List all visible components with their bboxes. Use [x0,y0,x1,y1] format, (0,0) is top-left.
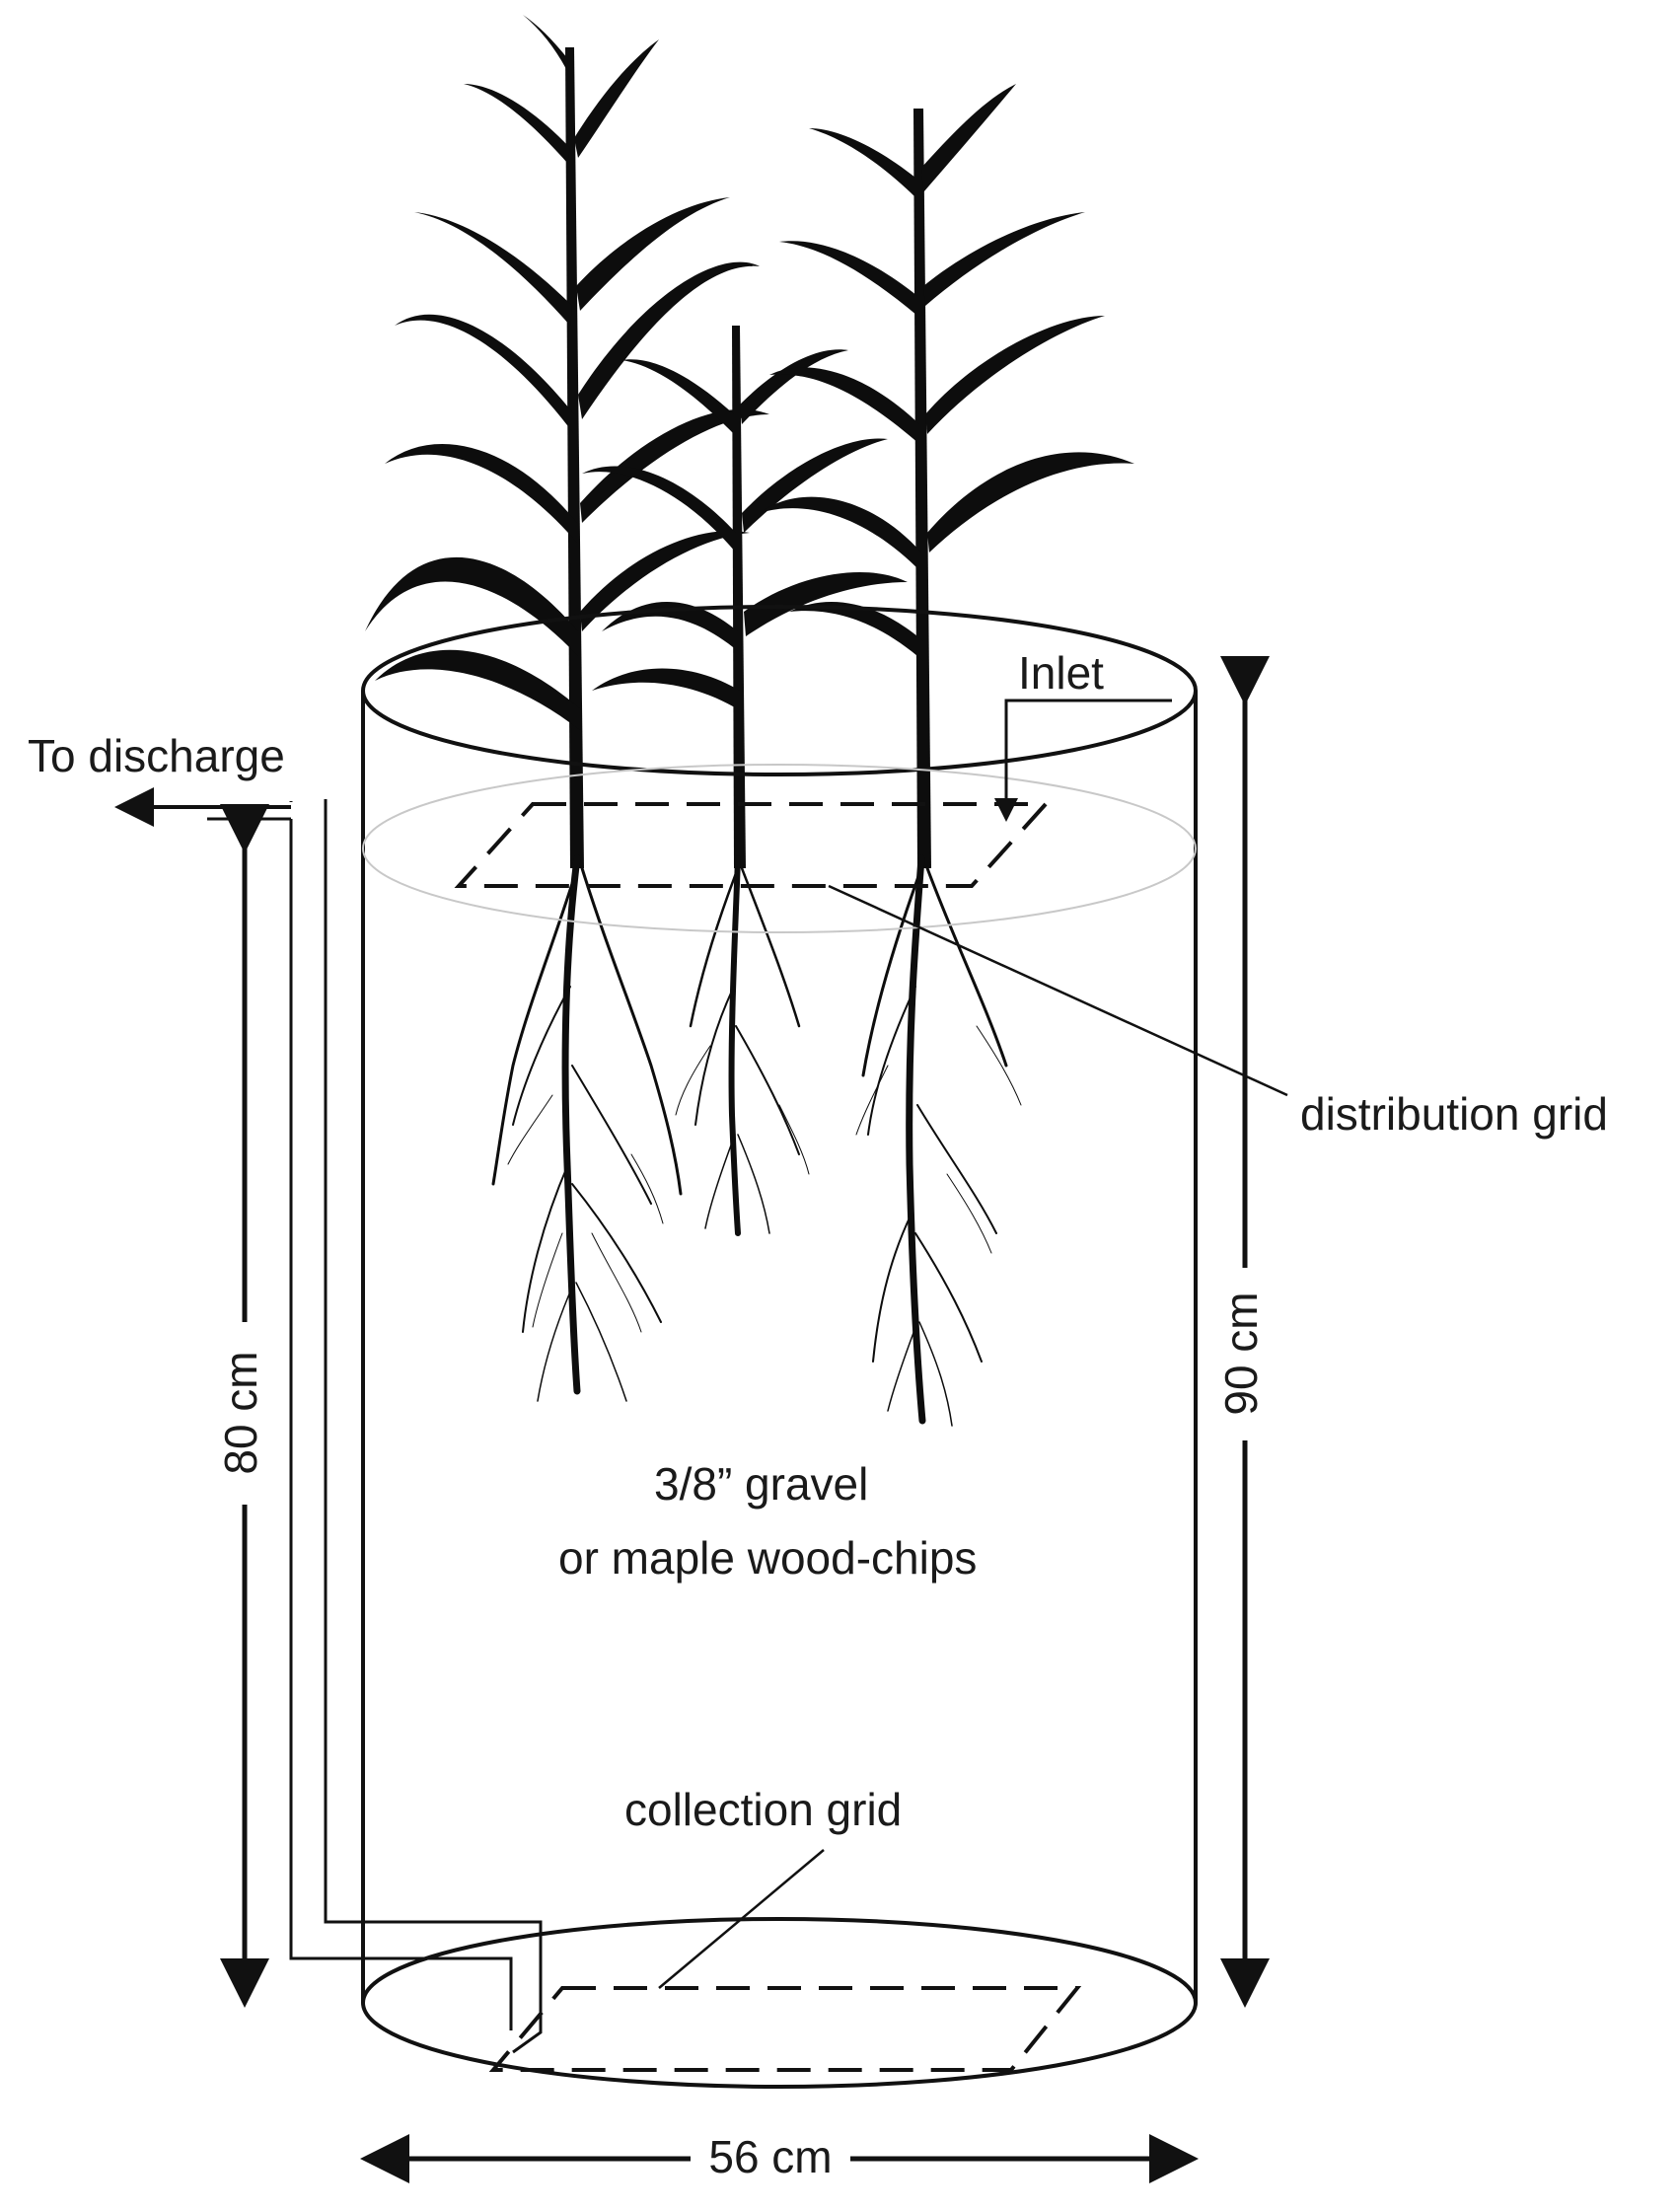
media-label-line1: 3/8” gravel [654,1458,868,1510]
plant-left [365,15,769,868]
media-label-line2: or maple wood-chips [558,1532,977,1584]
inlet-pipe [994,699,1172,822]
plant-right [760,84,1134,868]
outlet-pipe [114,787,543,2054]
distribution-grid-leader [828,884,1288,1097]
dimension-height-total: 90 cm [1215,656,1270,2008]
height-total-label: 90 cm [1215,1291,1267,1415]
collection-grid-label: collection grid [624,1784,902,1835]
collection-grid-leader [658,1849,825,1989]
dimension-height-outlet: 80 cm [215,804,269,2008]
plants [365,15,1134,1427]
inlet-label: Inlet [1018,647,1104,699]
height-outlet-label: 80 cm [215,1351,266,1474]
dimension-diameter: 56 cm [360,2131,1199,2183]
water-level [362,764,1197,933]
distribution-grid [454,802,1051,888]
plant-middle [582,326,908,868]
cylinder-bottom [361,1917,1198,2089]
diameter-label: 56 cm [708,2131,832,2182]
roots [491,854,1022,1427]
mesocosm-cylinder [361,605,1198,2089]
collection-grid [488,1986,1082,2072]
distribution-grid-label: distribution grid [1300,1088,1608,1140]
to-discharge-label: To discharge [28,730,285,781]
